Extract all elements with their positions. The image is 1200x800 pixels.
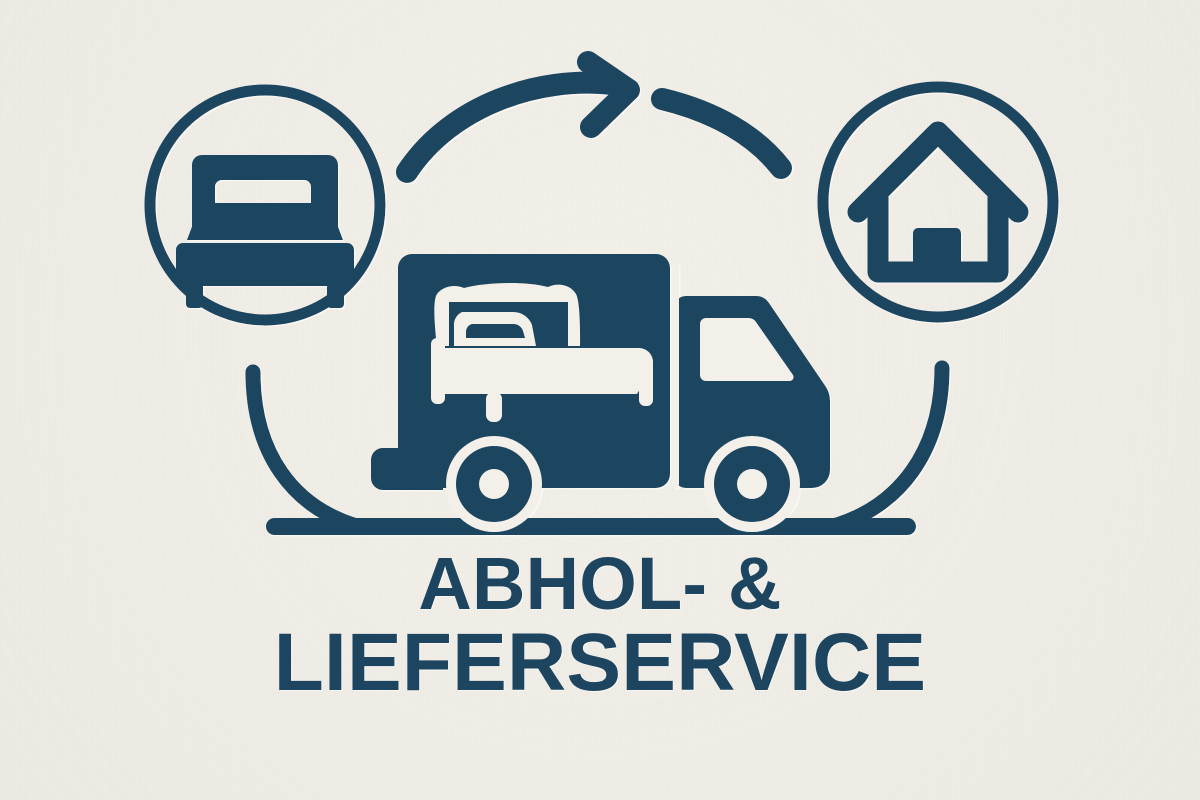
truck-window: [700, 318, 794, 381]
left-sweep-curve: [245, 364, 368, 535]
caption-line-1: ABHOL- &: [418, 542, 782, 625]
curved-arrow-icon: [396, 51, 792, 183]
house-door: [913, 228, 961, 282]
house-badge: [817, 81, 1059, 323]
bed-badge-circle: [144, 84, 386, 326]
delivery-truck-icon: [371, 254, 831, 532]
caption-line-2: LIEFERSERVICE: [273, 616, 927, 708]
bed-badge: [144, 84, 386, 326]
ground-line: [266, 518, 916, 535]
house-badge-circle: [817, 81, 1059, 323]
bed-icon: [176, 155, 354, 308]
poster-caption: ABHOL- & LIEFERSERVICE: [0, 542, 1200, 708]
arrow-shaft: [396, 71, 623, 183]
right-sweep-curve: [822, 360, 950, 535]
truck-box-cab-seam: [672, 262, 679, 488]
arrow-head: [577, 51, 640, 138]
truck-cargo-bed-icon: [431, 282, 653, 422]
truck-wheel-rear: [446, 436, 542, 532]
arrow-tail-arc: [651, 88, 792, 179]
truck-wheel-front: [704, 436, 800, 532]
